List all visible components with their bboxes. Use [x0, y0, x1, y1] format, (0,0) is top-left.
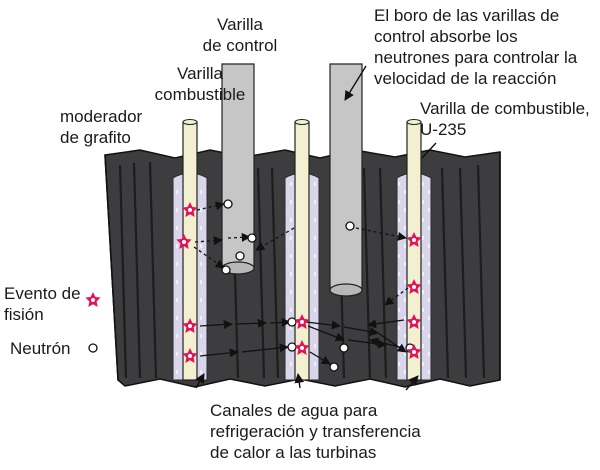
fuel-rod-u235-label: Varilla de combustible, U-235: [420, 99, 590, 139]
fuel-rod-3: [406, 121, 422, 381]
fission-star: [294, 340, 310, 355]
boron-note-label: El boro de las varillas de control absor…: [374, 6, 578, 88]
fission-star: [182, 318, 198, 333]
neutron-dot: [287, 317, 297, 327]
neutron-label: Neutrón: [10, 339, 71, 358]
neutron-legend-icon: [88, 343, 98, 353]
fission-star: [406, 344, 422, 359]
neutron-dot: [287, 342, 297, 352]
legend-icons: [85, 292, 101, 353]
neutron-dot: [235, 251, 245, 261]
fission-star: [294, 314, 310, 329]
fission-star: [182, 202, 198, 217]
fission-star: [182, 348, 198, 363]
neutron-dot: [345, 221, 355, 231]
neutron-dot: [329, 362, 339, 372]
fission-star: [406, 314, 422, 329]
fission-events: [176, 202, 422, 363]
fission-star: [406, 232, 422, 247]
neutron-paths: [193, 201, 409, 365]
fission-star: [406, 279, 422, 294]
neutrons: [221, 199, 415, 372]
neutron-dot: [247, 233, 257, 243]
fuel-rod-label: Varilla combustible: [154, 64, 246, 104]
fission-event-label: Evento de fisión: [4, 284, 81, 324]
control-rod-label: Varilla de control: [202, 15, 278, 55]
fission-star: [176, 234, 192, 249]
fuel-rod-1: [182, 121, 198, 381]
fission-event-legend-icon: [85, 292, 101, 307]
control-rods: [221, 63, 363, 297]
neutron-dot: [339, 343, 349, 353]
neutron-dot: [221, 265, 231, 275]
moderator-label: moderador de grafito: [60, 107, 143, 147]
leader-lines: [195, 65, 437, 391]
water-channels-label: Canales de agua para refrigeración y tra…: [210, 401, 421, 462]
neutron-dot: [223, 199, 233, 209]
